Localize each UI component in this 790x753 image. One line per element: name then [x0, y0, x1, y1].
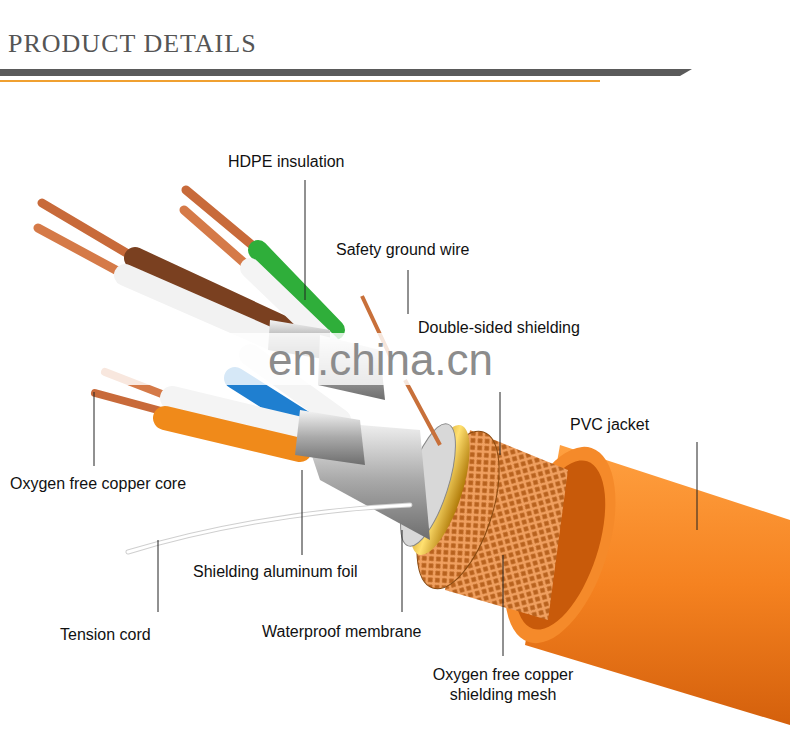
part-label: Shielding aluminum foil [193, 562, 358, 582]
part-label: Tension cord [60, 625, 151, 645]
copper-core [42, 203, 135, 258]
orange-insulation [165, 418, 300, 450]
part-label: HDPE insulation [228, 152, 345, 172]
part-label: Safety ground wire [336, 240, 469, 260]
copper-core [38, 228, 125, 275]
copper-core [95, 393, 165, 412]
part-label: Oxygen free copper core [10, 474, 186, 494]
part-label: Waterproof membrane [262, 622, 421, 642]
tension-cord [128, 505, 410, 552]
header-bar [0, 69, 692, 76]
copper-core [184, 210, 250, 268]
page-title: PRODUCT DETAILS [8, 34, 257, 54]
header-line [0, 80, 600, 82]
watermark: en.china.cn [268, 335, 493, 385]
part-label: Oxygen free copper shielding mesh [413, 665, 593, 705]
tension-cord-core [128, 505, 410, 552]
leader-lines [94, 180, 697, 656]
part-label: PVC jacket [570, 415, 649, 435]
watermark-band [88, 333, 603, 385]
pair-foil [295, 410, 365, 465]
